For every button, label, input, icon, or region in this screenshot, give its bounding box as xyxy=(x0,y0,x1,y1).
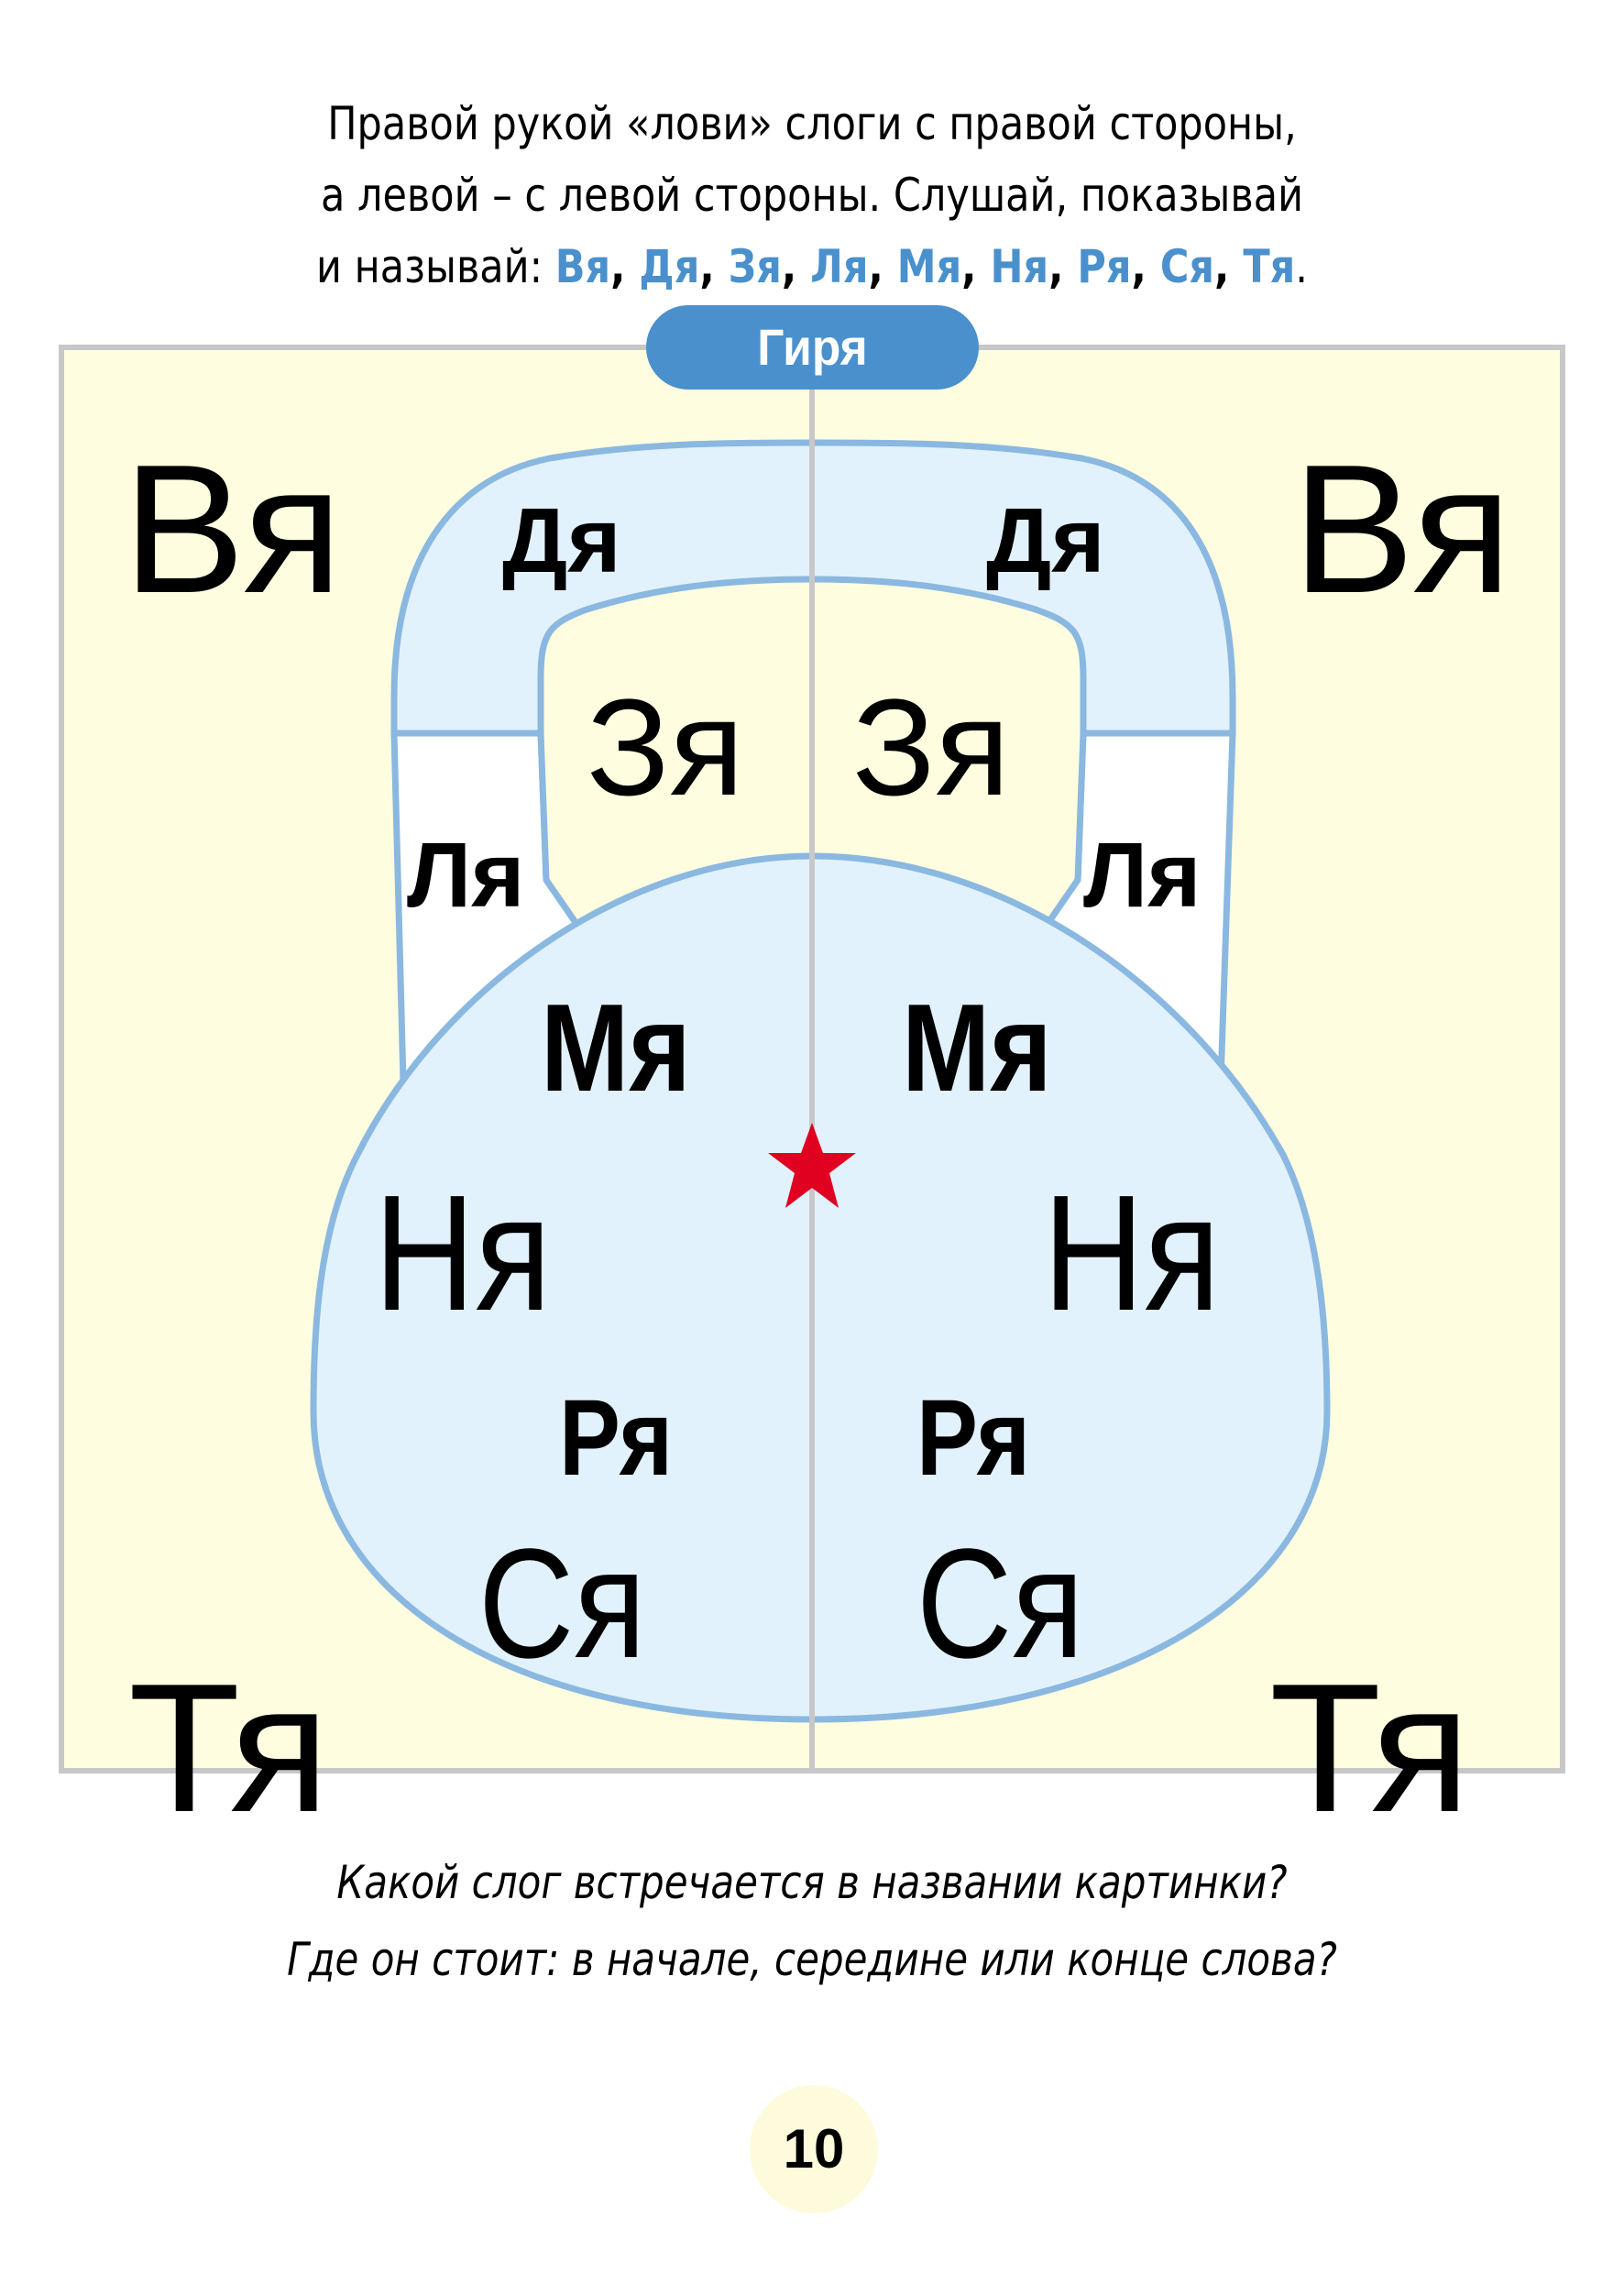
syllable-list-item: Ся xyxy=(1159,240,1215,293)
separator: , xyxy=(961,240,991,293)
syllable-left-dya: Дя xyxy=(502,489,621,592)
page-number: 10 xyxy=(750,2085,878,2213)
separator: , xyxy=(699,240,729,293)
picture-label-text: Гиря xyxy=(757,318,868,376)
syllable-left-rya: Ря xyxy=(559,1378,674,1499)
picture-label: Гиря xyxy=(646,305,979,390)
separator: , xyxy=(610,240,640,293)
star-icon xyxy=(768,1123,856,1208)
instruction-line-2: а левой – с левой стороны. Слушай, показ… xyxy=(320,169,1304,222)
syllable-list-item: Зя xyxy=(728,240,782,293)
syllable-left-lya: Ля xyxy=(407,824,525,927)
syllable-left-sya: Ся xyxy=(478,1517,646,1691)
instruction-line-1: Правой рукой «лови» слоги с правой сторо… xyxy=(327,97,1297,150)
separator: , xyxy=(1214,240,1244,293)
separator: , xyxy=(868,240,897,293)
syllable-right-lya: Ля xyxy=(1083,824,1202,927)
syllable-right-sya: Ся xyxy=(916,1517,1084,1691)
syllable-right-dya: Дя xyxy=(986,489,1105,592)
syllable-list-item: Мя xyxy=(896,240,962,293)
syllable-right-rya: Ря xyxy=(916,1378,1031,1499)
syllable-left-zya: Зя xyxy=(587,670,744,824)
syllable-right-mya: Мя xyxy=(902,978,1052,1117)
syllable-left-mya: Мя xyxy=(541,978,691,1117)
period: . xyxy=(1295,240,1308,293)
syllable-list-item: Ря xyxy=(1077,240,1132,293)
instruction-text: Правой рукой «лови» слоги с правой сторо… xyxy=(0,88,1624,302)
instruction-line-3: и называй: Вя, Дя, Зя, Ля, Мя, Ня, Ря, С… xyxy=(114,231,1510,302)
separator: , xyxy=(1131,240,1160,293)
syllable-right-vya: Вя xyxy=(1292,427,1512,631)
syllable-list-item: Дя xyxy=(639,240,700,293)
syllable-right-tya: Тя xyxy=(1269,1646,1471,1850)
separator: , xyxy=(781,240,811,293)
question-block: Какой слог встречается в названии картин… xyxy=(0,1844,1624,1998)
syllable-left-vya: Вя xyxy=(123,427,343,631)
syllable-list-item: Ня xyxy=(990,240,1049,293)
syllable-list-item: Тя xyxy=(1243,240,1296,293)
separator: , xyxy=(1048,240,1078,293)
syllable-right-nya: Ня xyxy=(1043,1161,1221,1345)
syllable-right-zya: Зя xyxy=(852,670,1010,824)
syllable-left-nya: Ня xyxy=(374,1161,552,1345)
question-line-2: Где он стоит: в начале, середине или кон… xyxy=(287,1933,1337,1986)
instruction-prefix: и называй: xyxy=(316,240,555,293)
syllable-list-item: Вя xyxy=(554,240,611,293)
syllable-left-tya: Тя xyxy=(128,1646,330,1850)
syllable-list-item: Ля xyxy=(810,240,869,293)
question-line-1: Какой слог встречается в названии картин… xyxy=(336,1856,1288,1909)
